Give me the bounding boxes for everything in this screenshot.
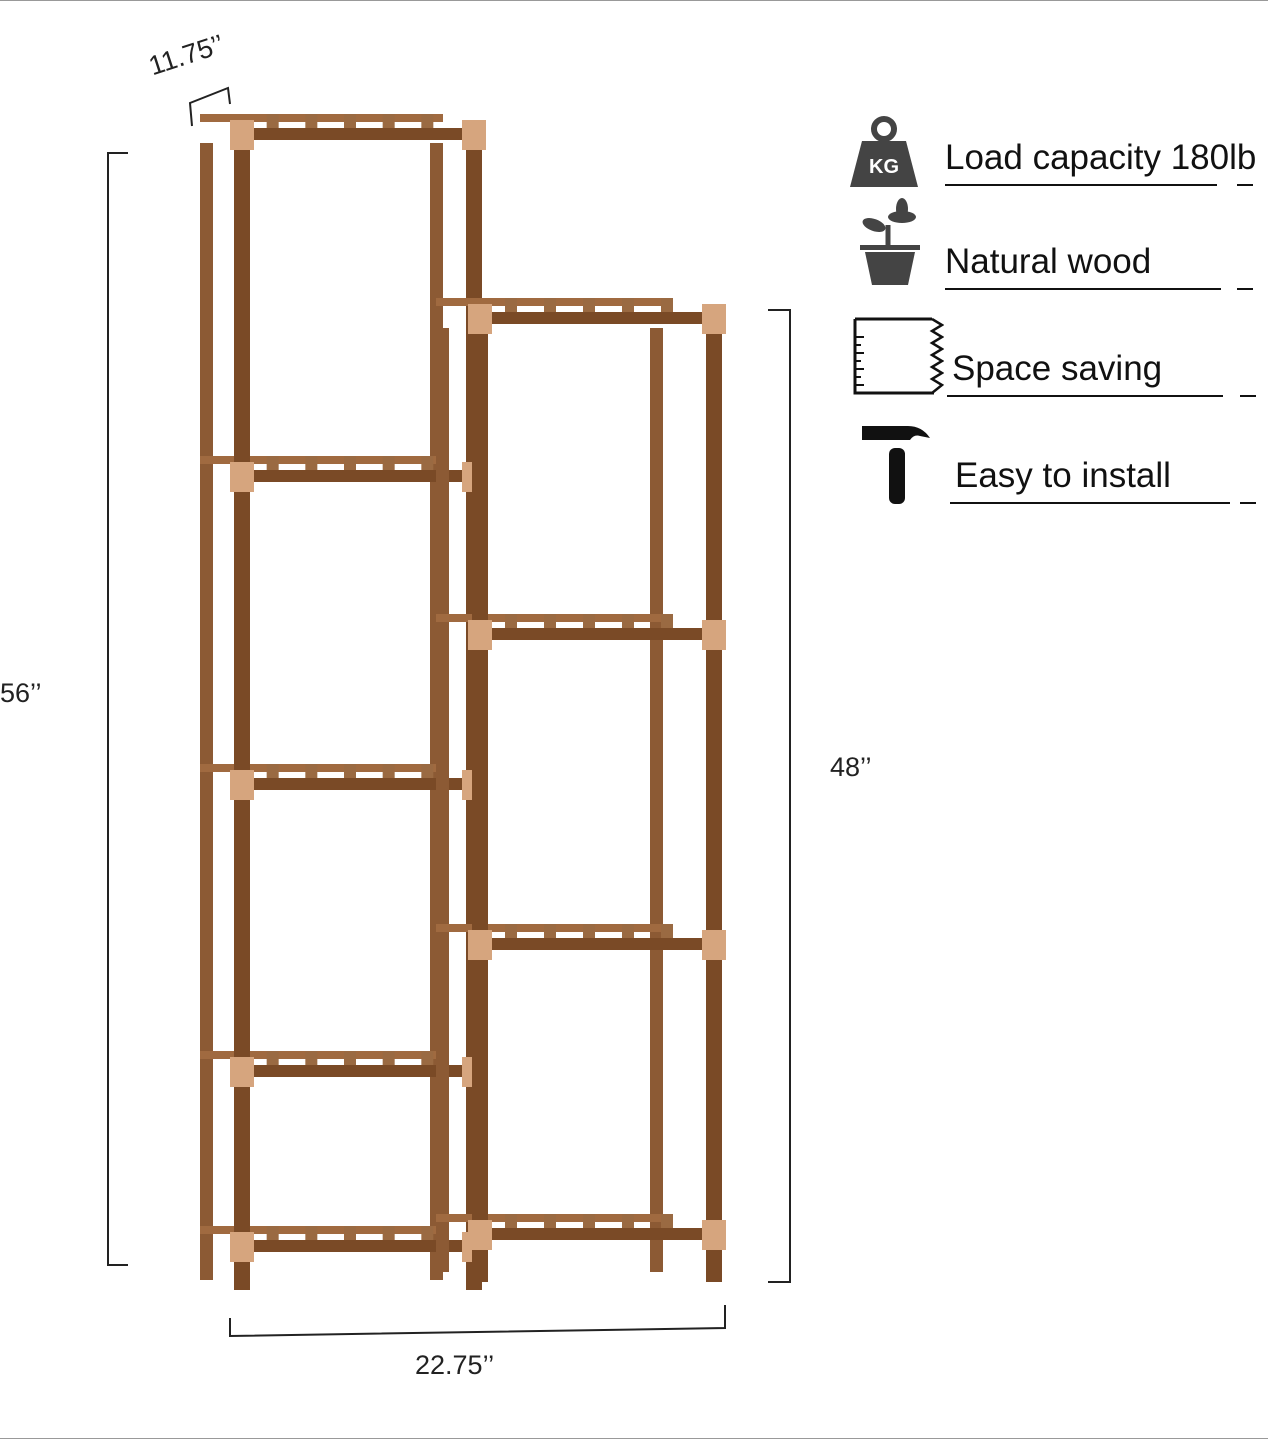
top-border (0, 0, 1268, 1)
short-tower-front-rail (472, 628, 722, 640)
short-tower-joint (702, 930, 726, 960)
short-tower-front-rail (472, 938, 722, 950)
tall-tower-front-rail (234, 1240, 482, 1252)
tall-tower-joint (230, 770, 254, 800)
tall-tower-back-rail (200, 1226, 443, 1234)
width-bracket (229, 1305, 726, 1338)
feature-label: Load capacity 180lb (945, 138, 1257, 177)
short-tower-joint (702, 304, 726, 334)
height-56-bracket (107, 152, 128, 1266)
feature-load-capacity: Load capacity 180lb (945, 138, 1257, 186)
total-height-label: 56’’ (0, 678, 42, 708)
tall-tower-back-rail (200, 1051, 443, 1059)
tall-tower-back-rail (200, 456, 443, 464)
feature-easy-install: Easy to install (950, 456, 1256, 504)
tall-tower-joint (230, 1232, 254, 1262)
tall-tower-front-rail (234, 1065, 482, 1077)
tall-tower-joint (462, 120, 486, 150)
short-tower-front-rail (472, 1228, 722, 1240)
short-tower-joint (702, 1220, 726, 1250)
height-48-bracket (768, 309, 791, 1283)
hammer-icon (862, 426, 930, 504)
tall-tower-back-rail (200, 764, 443, 772)
space-measure-icon (853, 317, 944, 395)
short-tower-front-post (472, 308, 488, 1282)
tall-tower-joint (230, 462, 254, 492)
tall-tower-front-rail (234, 778, 482, 790)
short-tower-joint (468, 304, 492, 334)
width-label: 22.75’’ (415, 1350, 495, 1380)
tall-tower-front-rail (234, 128, 482, 140)
tall-tower-back-post (200, 143, 213, 1280)
tall-tower-joint (230, 120, 254, 150)
feature-label: Natural wood (945, 242, 1152, 281)
short-tower-front-rail (472, 312, 722, 324)
short-tower-back-post (436, 328, 449, 1272)
feature-natural-wood: Natural wood (945, 242, 1253, 290)
bottom-border (0, 1438, 1268, 1439)
feature-space-saving: Space saving (947, 349, 1256, 397)
short-tower-joint (702, 620, 726, 650)
tall-tower-front-post (234, 123, 250, 1290)
weight-kg-icon: KG (850, 116, 918, 187)
depth-bracket (188, 86, 231, 127)
short-tower-joint (468, 1220, 492, 1250)
potted-plant-icon (860, 198, 920, 285)
tall-tower-joint (230, 1057, 254, 1087)
short-height-label: 48’’ (830, 752, 872, 782)
short-tower-joint (468, 930, 492, 960)
short-tower-front-post (706, 308, 722, 1282)
tall-tower-front-rail (234, 470, 482, 482)
kg-text: KG (869, 156, 899, 178)
feature-label: Easy to install (955, 456, 1171, 495)
short-tower-joint (468, 620, 492, 650)
tall-tower-back-rail (200, 114, 443, 122)
short-tower-back-post (650, 328, 663, 1272)
feature-label: Space saving (952, 349, 1163, 388)
